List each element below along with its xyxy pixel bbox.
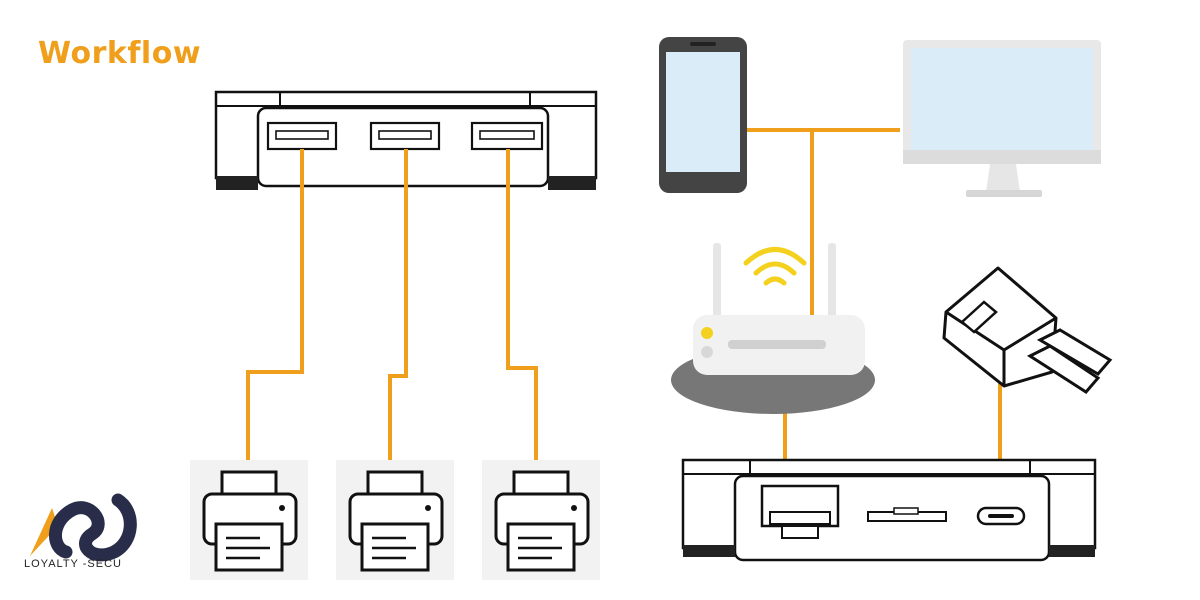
printer-3 (482, 460, 600, 580)
wireless-router (671, 243, 875, 414)
usb-hub (214, 90, 598, 190)
cable-hub-printer-1 (246, 149, 304, 468)
usb-port-2 (369, 121, 441, 151)
printer-1 (190, 460, 308, 580)
desktop-monitor (903, 40, 1101, 197)
print-server-box (681, 458, 1097, 562)
logo-text: LOYALTY -SECU (24, 558, 122, 570)
ethernet-port (760, 484, 840, 539)
loyalty-secu-logo (30, 493, 137, 562)
sd-card-slot (867, 507, 947, 522)
smartphone (659, 37, 747, 193)
cable-hub-printer-2 (388, 149, 408, 472)
page-title: Workflow (38, 36, 202, 71)
usb-c-port (976, 506, 1026, 526)
cable-hub-printer-3 (506, 149, 538, 470)
usb-port-3 (470, 121, 544, 151)
power-adapter (942, 266, 1113, 394)
cables (246, 128, 1002, 516)
printer-2 (336, 460, 454, 580)
usb-port-1 (266, 121, 338, 151)
wifi-signal-icon (743, 247, 807, 286)
